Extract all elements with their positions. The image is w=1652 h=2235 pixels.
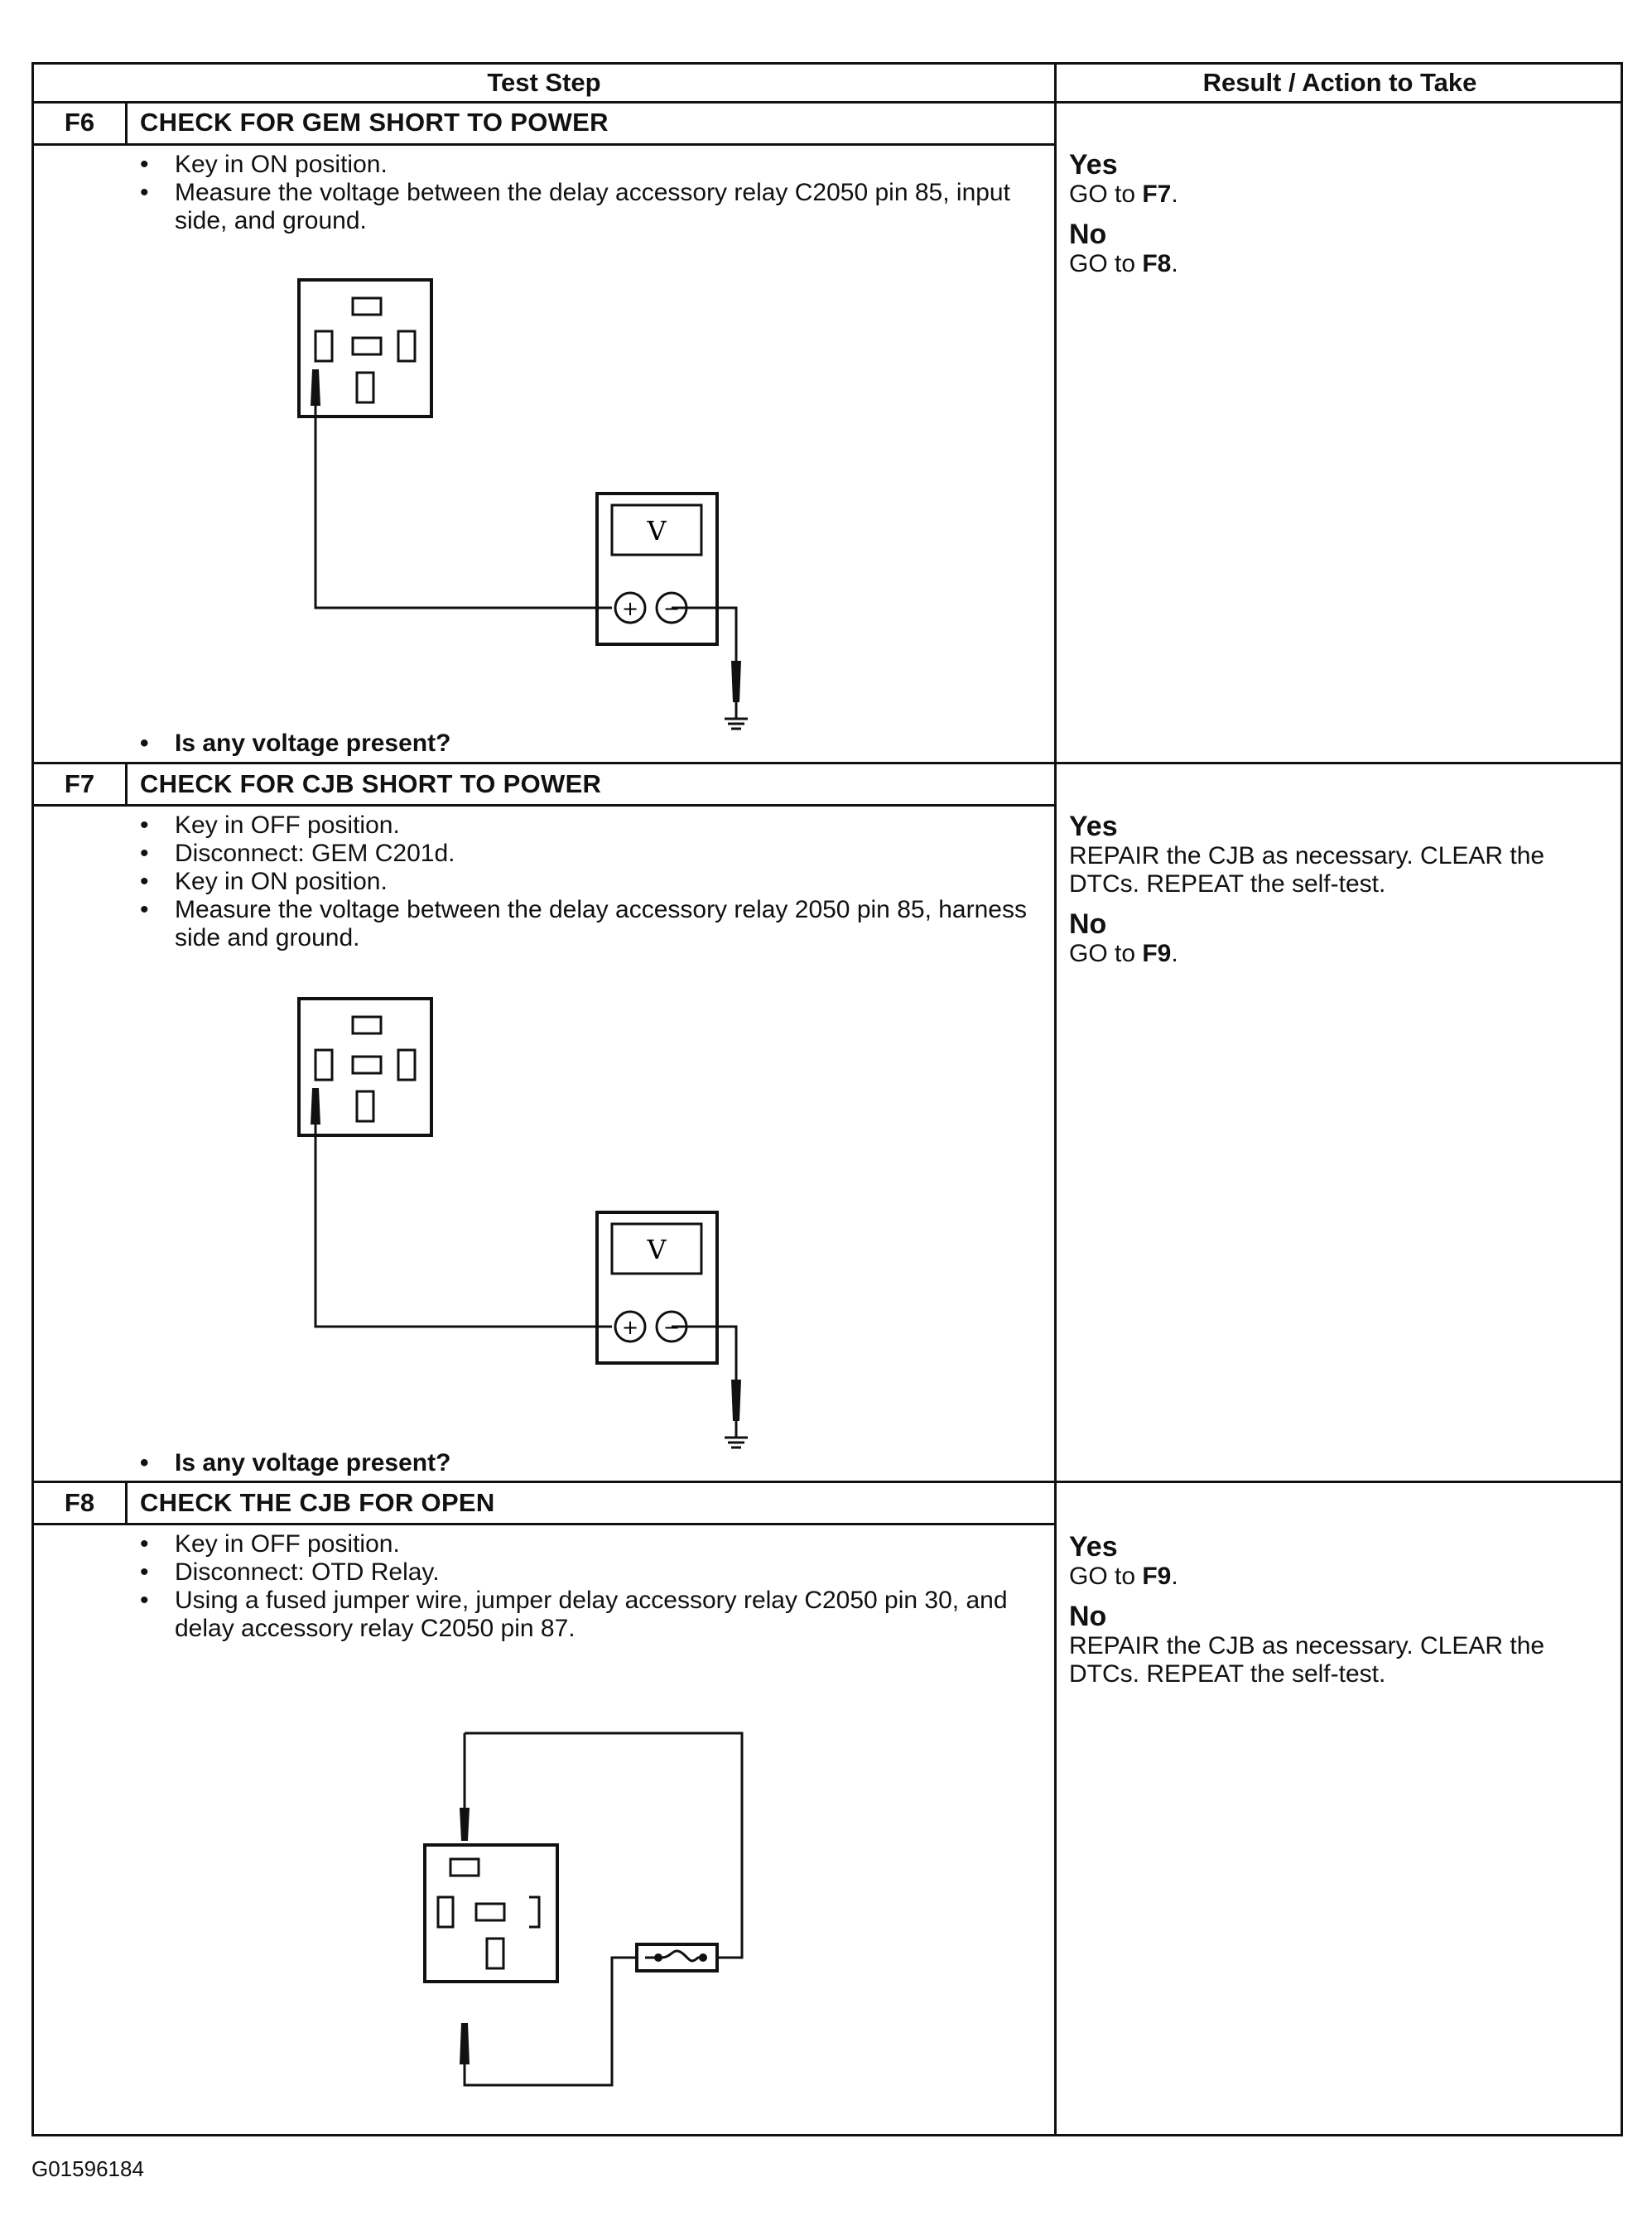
instruction: Measure the voltage between the delay ac… [125, 896, 1036, 952]
instruction: Disconnect: GEM C201d. [125, 840, 1036, 868]
yes-action: GO to F9. [1069, 1563, 1178, 1590]
probe-tip [311, 1088, 320, 1125]
step-divider [34, 762, 1621, 764]
no-label: No [1069, 908, 1107, 940]
plus-icon: + [622, 597, 638, 620]
step-question: Is any voltage present? [125, 730, 450, 758]
title-divider [34, 143, 1054, 146]
positive-terminal [614, 591, 647, 624]
probe-tip [460, 2023, 470, 2064]
relay-pin [397, 1048, 417, 1081]
step-id: F7 [64, 769, 95, 798]
title-divider [34, 804, 1054, 807]
instruction: Using a fused jumper wire, jumper delay … [125, 1587, 1036, 1643]
header-result: Result / Action to Take [1202, 68, 1477, 97]
relay-connector [423, 1843, 559, 1983]
step-title: CHECK FOR CJB SHORT TO POWER [140, 769, 602, 798]
step-instructions: Key in ON position. Measure the voltage … [125, 151, 1036, 235]
yes-label: Yes [1069, 1531, 1118, 1563]
step-id: F8 [64, 1488, 95, 1517]
relay-connector [297, 278, 433, 418]
test-step-table: Test Step Result / Action to Take F6 CHE… [31, 62, 1623, 2136]
step-title: CHECK FOR GEM SHORT TO POWER [140, 108, 609, 137]
relay-pin [351, 296, 383, 316]
relay-pin [529, 1895, 541, 1929]
step-question: Is any voltage present? [125, 1449, 450, 1477]
jumper-wire [465, 1732, 744, 1959]
instruction: Key in OFF position. [125, 1530, 1036, 1558]
yes-label: Yes [1069, 149, 1118, 181]
voltmeter-diagram: V + − [297, 278, 748, 730]
step-id: F6 [64, 108, 95, 137]
relay-pin [351, 1055, 383, 1075]
probe-tip [311, 369, 320, 406]
step-result: Yes REPAIR the CJB as necessary. CLEAR t… [1069, 811, 1607, 978]
minus-icon: − [663, 1316, 680, 1339]
no-action: GO to F8. [1069, 250, 1178, 277]
relay-pin [397, 330, 417, 363]
positive-terminal [614, 1310, 647, 1343]
voltmeter-symbol: V [646, 515, 667, 547]
yes-label: Yes [1069, 811, 1118, 842]
step-instructions: Key in OFF position. Disconnect: GEM C20… [125, 812, 1036, 952]
probe-tip [731, 661, 741, 702]
relay-pin [351, 336, 383, 356]
plus-icon: + [622, 1316, 638, 1339]
test-lead-positive [314, 1125, 612, 1328]
step-result: Yes GO to F7. No GO to F8. [1069, 149, 1607, 288]
voltmeter-display [610, 503, 703, 556]
column-divider [1054, 65, 1057, 2134]
step-title: CHECK THE CJB FOR OPEN [140, 1488, 495, 1517]
instruction: Key in ON position. [125, 151, 1036, 179]
no-label: No [1069, 219, 1107, 250]
relay-pin [436, 1895, 455, 1929]
relay-pin [485, 1937, 505, 1970]
relay-pin [314, 330, 334, 363]
jumper-wire [463, 1956, 637, 2087]
instruction: Key in ON position. [125, 868, 1036, 896]
voltmeter-symbol: V [646, 1234, 667, 1265]
relay-pin [355, 1090, 375, 1123]
no-label: No [1069, 1601, 1107, 1632]
test-lead-negative [672, 1325, 738, 1380]
instruction: Key in OFF position. [125, 812, 1036, 840]
fuse-icon [635, 1943, 719, 1972]
voltmeter-display [610, 1222, 703, 1275]
negative-terminal [655, 1310, 688, 1343]
probe-tip [460, 1808, 470, 1841]
title-divider [34, 1523, 1054, 1525]
step-result: Yes GO to F9. No REPAIR the CJB as neces… [1069, 1531, 1607, 1698]
step-divider [34, 1481, 1621, 1483]
no-action: GO to F9. [1069, 940, 1178, 967]
test-lead-negative [672, 606, 738, 661]
yes-action: GO to F7. [1069, 181, 1178, 208]
relay-pin [449, 1857, 480, 1877]
no-action: REPAIR the CJB as necessary. CLEAR the D… [1069, 1632, 1545, 1688]
header-divider [34, 101, 1621, 104]
step-id-separator [125, 764, 128, 804]
voltmeter-diagram: V + − [297, 997, 748, 1449]
header-test-step: Test Step [487, 68, 601, 97]
step-id-separator [125, 1483, 128, 1523]
relay-pin [474, 1902, 506, 1922]
relay-connector [297, 997, 433, 1137]
instruction: Disconnect: OTD Relay. [125, 1558, 1036, 1587]
relay-pin [351, 1015, 383, 1035]
relay-pin [355, 371, 375, 404]
figure-id: G01596184 [31, 2156, 144, 2181]
test-lead-positive [314, 406, 612, 609]
voltmeter [595, 492, 719, 646]
negative-terminal [655, 591, 688, 624]
minus-icon: − [663, 597, 680, 620]
step-instructions: Key in OFF position. Disconnect: OTD Rel… [125, 1530, 1036, 1643]
probe-tip [731, 1380, 741, 1421]
jumper-wire-diagram [423, 1732, 744, 2087]
yes-action: REPAIR the CJB as necessary. CLEAR the D… [1069, 842, 1545, 898]
instruction: Measure the voltage between the delay ac… [125, 179, 1036, 235]
voltmeter [595, 1211, 719, 1365]
relay-pin [314, 1048, 334, 1081]
step-id-separator [125, 104, 128, 143]
